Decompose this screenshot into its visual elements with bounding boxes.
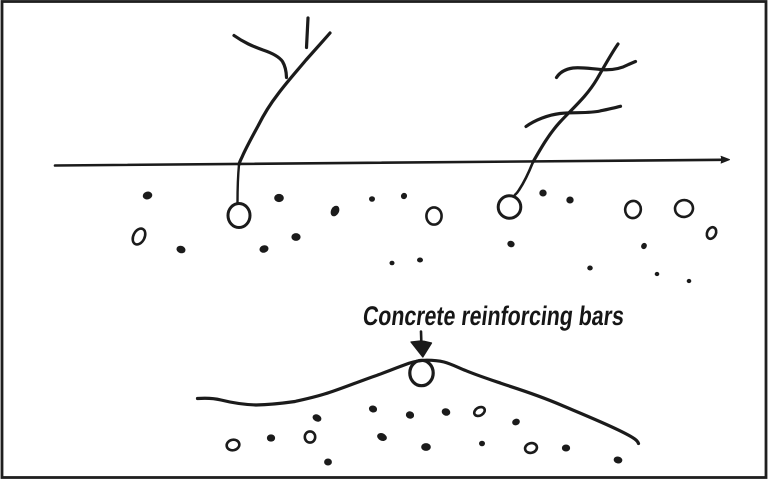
svg-text:Concrete reinforcing bars: Concrete reinforcing bars: [361, 300, 626, 331]
